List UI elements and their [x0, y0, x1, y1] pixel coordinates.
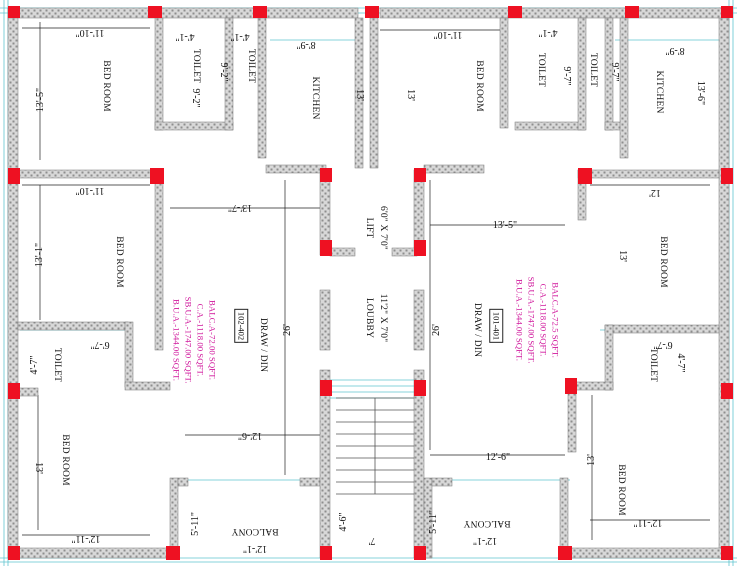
flat-id-tag: 102-402 — [234, 308, 249, 344]
area-balc-left: BALC.A-72.00 SQFT. — [207, 300, 218, 380]
room-label-balcony: BALCONY — [231, 525, 279, 536]
room-label-toilet: TOILET — [51, 347, 62, 383]
dimension-label: 5'-11" — [190, 512, 201, 536]
dimension-label: 12'-11" — [633, 517, 663, 528]
area-bua-left: B.U.A.-1344.00 SQFT. — [171, 299, 182, 381]
dimension-label: 26' — [431, 324, 442, 336]
room-label-bedroom: BED ROOM — [615, 464, 626, 516]
dimension-label: 13' — [33, 462, 44, 474]
dimension-label: 9'-7" — [561, 66, 572, 86]
area-sbua-right: SB.U.A.-1747.00 SQFT. — [526, 276, 537, 364]
dimension-label: 12'-6" — [485, 452, 511, 463]
room-label-drawing-dining: DRAW / DIN — [471, 302, 482, 358]
dimension-label: 8'-9" — [665, 45, 685, 56]
room-label-drawing-dining: DRAW / DIN — [257, 317, 268, 373]
dimension-label: 4'-7" — [29, 355, 40, 375]
room-label-toilet: TOILET — [587, 52, 598, 88]
staircase — [336, 397, 414, 495]
lobby-size: 11'2" X 7'0" — [377, 293, 388, 343]
dimension-label: 5'-11" — [428, 510, 439, 534]
dimension-label: 12' — [649, 187, 661, 198]
dimension-label: 13' — [354, 89, 365, 101]
dimension-label: 26' — [282, 324, 293, 336]
dimension-label: 13' — [617, 250, 628, 262]
room-label-bedroom: BED ROOM — [113, 236, 124, 288]
area-ca-left: C.A.-1118.00 SQFT. — [195, 303, 206, 377]
dimension-label: 13'-1" — [34, 242, 45, 268]
area-ca-right: C.A.-1118.00 SQFT. — [538, 283, 549, 357]
room-label-bedroom: BED ROOM — [657, 236, 668, 288]
area-sbua-left: SB.U.A.-1747.00 SQFT. — [183, 296, 194, 384]
dimension-label: 13'-6" — [695, 80, 706, 106]
dimension-label: 7' — [368, 535, 376, 546]
dimension-label: 6'-7" — [653, 339, 673, 350]
area-balc-right: BALC.A-72.5 SQFT. — [550, 282, 561, 358]
walls — [7, 7, 730, 559]
room-label-kitchen: KITCHEN — [309, 76, 320, 120]
dimension-label: 12'-11" — [71, 533, 101, 544]
room-label-lift: LIFT — [363, 217, 374, 239]
columns — [8, 6, 733, 560]
dimension-label: 12'-1" — [472, 535, 498, 546]
dimension-label: 4'-7" — [675, 353, 686, 373]
area-bua-right: B.U.A.-1344.00 SQFT. — [514, 279, 525, 361]
lift-size: 6'0" X 7'0" — [377, 206, 388, 250]
room-label-toilet: TOILET — [647, 347, 658, 383]
room-label-toilet: TOILET — [245, 48, 256, 84]
dimension-label: 13' — [586, 454, 597, 466]
room-label-lobby: LOUBBY — [363, 297, 374, 339]
room-label-bedroom: BED ROOM — [59, 434, 70, 486]
dimension-label: 11'-10" — [75, 185, 105, 196]
dimension-label: 4'-1" — [175, 31, 195, 42]
room-label-balcony: BALCONY — [463, 517, 511, 528]
flat-id-left: 102-402 — [234, 308, 249, 344]
dimension-label: 9'-2" — [218, 62, 229, 82]
dimension-label: 4'-6" — [338, 512, 349, 532]
room-label-toilet: TOILET — [190, 48, 201, 84]
dimension-label: 4'-1" — [230, 31, 250, 42]
dimension-label: 9'-7" — [609, 62, 620, 82]
dimension-label: 12'-1" — [242, 543, 268, 554]
dimension-label: 11'-10" — [75, 27, 105, 38]
dimension-label: 13'-7" — [227, 202, 253, 213]
dimension-label: 13'-5" — [492, 220, 518, 231]
dimension-label: 11'-10" — [433, 29, 463, 40]
dimension-label: 12'-6" — [237, 430, 263, 441]
dimension-lines — [22, 22, 710, 540]
room-label-bedroom: BED ROOM — [100, 60, 111, 112]
room-label-toilet: TOILET — [535, 52, 546, 88]
room-label-bedroom: BED ROOM — [473, 60, 484, 112]
dimension-label: 9'-2" — [190, 88, 201, 108]
dimension-label: 13' — [405, 89, 416, 101]
dimension-label: 8'-9" — [296, 39, 316, 50]
flat-id-right: 101-401 — [489, 308, 504, 344]
dimension-label: 6'-7" — [90, 339, 110, 350]
flat-id-tag: 101-401 — [489, 308, 504, 344]
dimension-label: 13'-5" — [35, 87, 46, 113]
room-label-kitchen: KITCHEN — [653, 70, 664, 114]
dimension-label: 4'-1" — [538, 27, 558, 38]
